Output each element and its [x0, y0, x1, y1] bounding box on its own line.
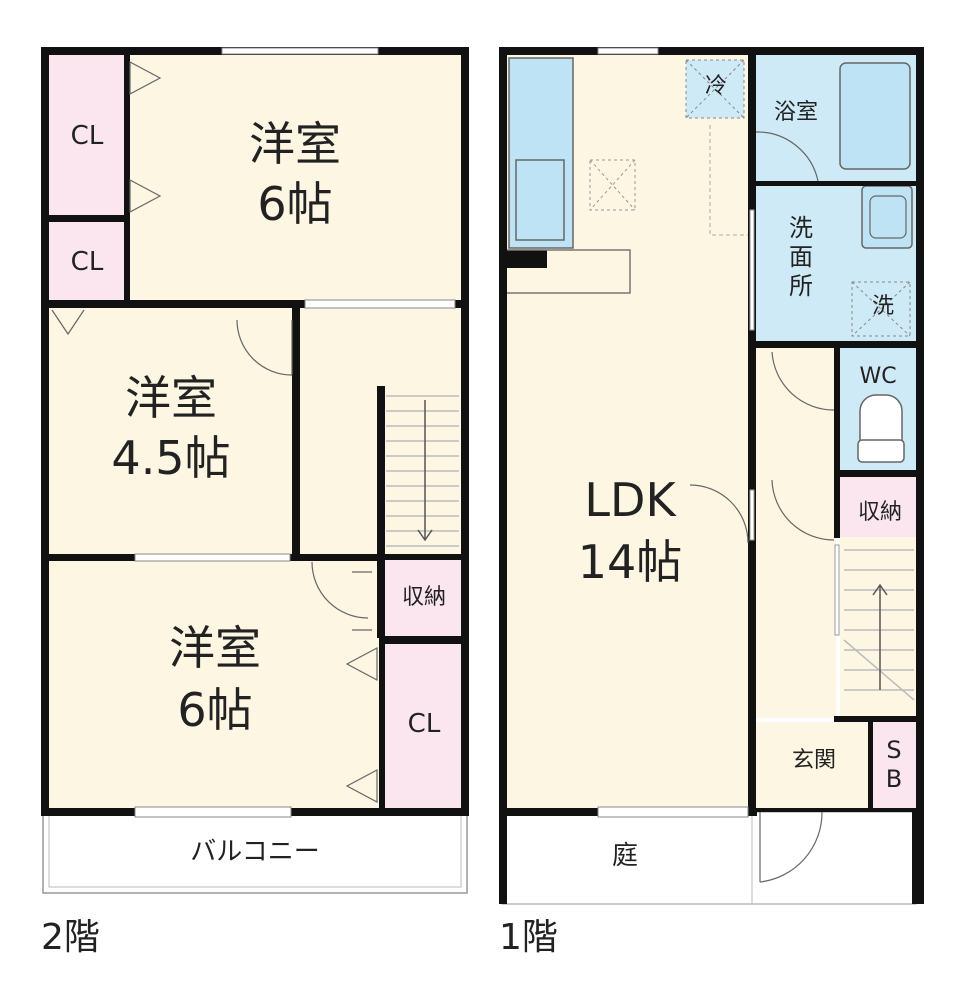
bath-label: 浴室 — [773, 100, 818, 125]
fridge-space — [685, 59, 745, 119]
room-b-size: 4.5帖 — [111, 431, 231, 485]
cl-top-fill — [49, 55, 124, 215]
balcony-label: バルコニー — [190, 837, 320, 867]
bathtub — [839, 62, 911, 170]
hall-1f-fill — [756, 348, 836, 718]
room-c-name: 洋室 — [169, 621, 261, 675]
kitchen-sink — [515, 159, 565, 241]
stairs-arrow-1f — [872, 583, 888, 690]
room-a-name: 洋室 — [249, 117, 341, 171]
floor1-label: 1階 — [499, 917, 558, 958]
garden-outline — [501, 811, 917, 905]
cl-top-label: CL — [70, 121, 104, 151]
toilet — [857, 394, 905, 463]
stairs-arrow-2f — [417, 400, 433, 542]
sb-char-2: B — [885, 764, 903, 793]
entrance-fill — [756, 722, 870, 808]
fridge-label: 冷 — [704, 74, 727, 99]
entrance-label: 玄関 — [791, 748, 836, 773]
room-a-fill — [128, 55, 461, 301]
ldk-size: 14帖 — [577, 535, 683, 589]
doors — [51, 61, 835, 883]
room-a-size: 6帖 — [257, 177, 333, 231]
kitchen-peninsula — [507, 249, 631, 294]
sb-fill — [873, 722, 916, 808]
sb-label: S B — [879, 736, 909, 794]
washer-space — [851, 281, 911, 337]
wc-label: WC — [859, 364, 897, 389]
room-b-fill — [49, 308, 292, 554]
cl-mid-fill — [49, 222, 124, 300]
washroom-char-3: 所 — [789, 271, 813, 300]
cl-bottom-fill — [385, 644, 461, 808]
washroom-char-1: 洗 — [789, 214, 813, 242]
storage-2f-label: 収納 — [401, 585, 446, 610]
floor2-label: 2階 — [41, 917, 100, 958]
garden-label: 庭 — [611, 841, 638, 871]
cl-bottom-label: CL — [407, 709, 441, 739]
storage-2f-fill — [385, 560, 461, 636]
stairs-2f — [386, 395, 459, 547]
storage-1f-fill — [840, 477, 916, 537]
windows — [134, 47, 749, 818]
room-c-fill — [49, 560, 379, 808]
washer-label: 洗 — [871, 294, 894, 319]
cl-mid-label: CL — [70, 247, 104, 277]
storage-1f-label: 収納 — [857, 500, 902, 525]
range-hood — [589, 159, 636, 211]
stairs-1f — [843, 549, 915, 701]
washroom-char-2: 面 — [789, 242, 813, 271]
room-b-name: 洋室 — [125, 371, 217, 425]
washroom-label: 洗 面 所 — [786, 214, 816, 300]
room-c-size: 6帖 — [177, 683, 253, 737]
ldk-name: LDK — [584, 473, 676, 527]
sb-char-1: S — [886, 736, 902, 764]
stair-1f-fill — [840, 537, 916, 718]
balcony-outline — [42, 814, 468, 894]
